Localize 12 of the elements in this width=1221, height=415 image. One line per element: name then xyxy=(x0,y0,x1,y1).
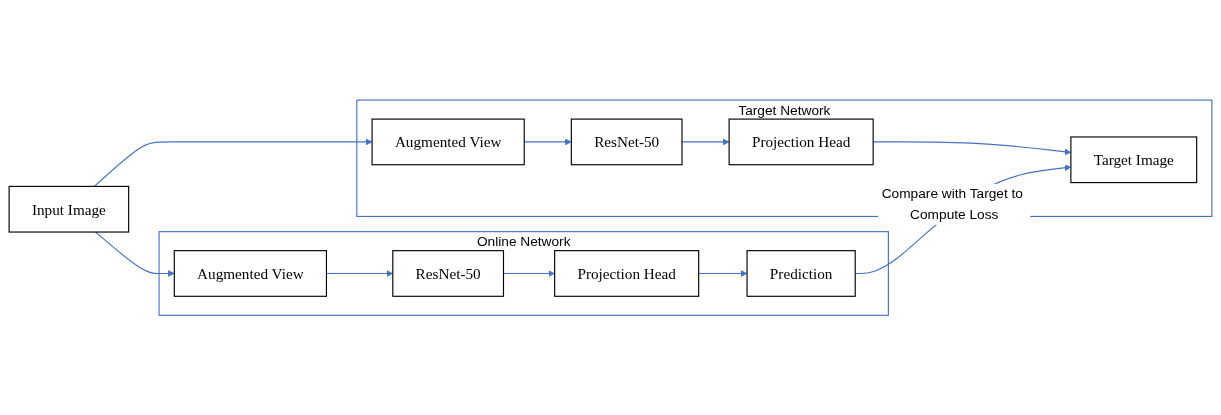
node-box: Augmented View xyxy=(371,118,525,166)
node-box: Projection Head xyxy=(728,118,874,166)
node-box: Input Image xyxy=(8,185,130,233)
arrow xyxy=(94,231,175,277)
node-box: ResNet-50 xyxy=(392,249,505,297)
node-box: Projection Head xyxy=(554,249,700,297)
node-box: Target Image xyxy=(1070,136,1198,183)
node-box: ResNet-50 xyxy=(570,118,683,166)
node-box: Augmented View xyxy=(173,249,327,297)
arrow xyxy=(93,138,373,187)
arrow xyxy=(698,269,748,277)
node-box: Prediction xyxy=(746,249,856,297)
